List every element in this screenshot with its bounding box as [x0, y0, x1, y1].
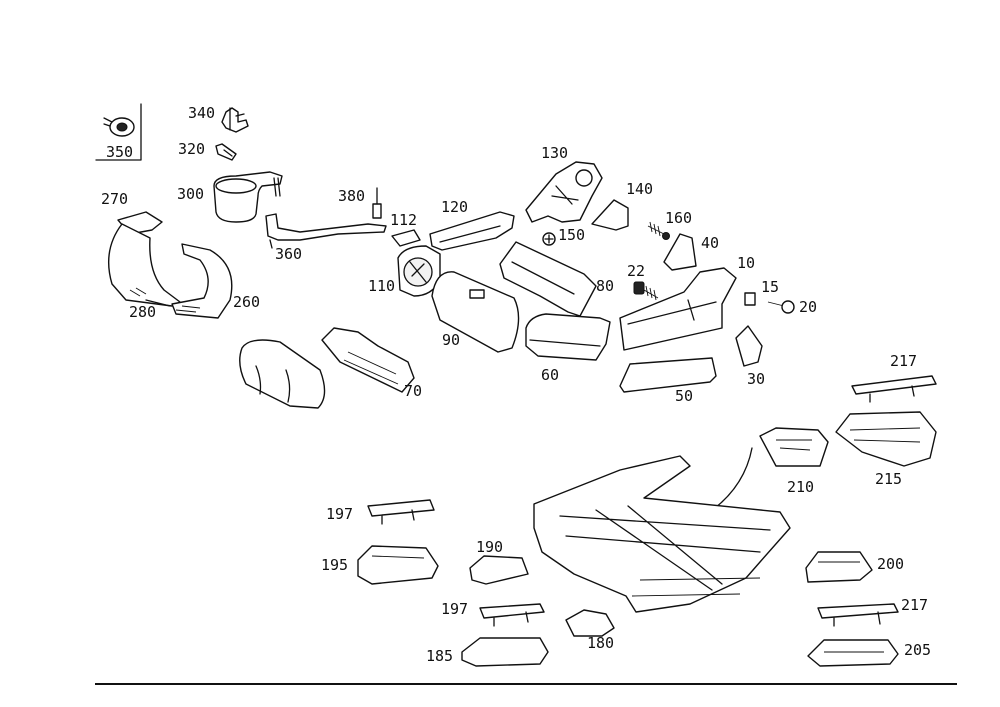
part-190-motor	[469, 555, 529, 585]
label-130: 130	[541, 144, 569, 162]
part-205-adjuster	[807, 639, 899, 667]
label-217-top: 217	[890, 352, 918, 370]
label-190: 190	[476, 538, 504, 556]
label-80: 80	[596, 277, 615, 295]
label-260: 260	[233, 293, 261, 311]
label-15: 15	[761, 278, 780, 296]
label-120: 120	[441, 198, 469, 216]
part-20-screw	[767, 300, 795, 314]
label-150: 150	[558, 226, 586, 244]
label-70: 70	[404, 382, 423, 400]
part-140-cover	[591, 199, 629, 231]
label-340: 340	[188, 104, 216, 122]
part-320-clip	[215, 143, 237, 161]
label-160: 160	[665, 209, 693, 227]
label-22: 22	[627, 262, 646, 280]
part-60-bolster	[525, 313, 611, 361]
label-110: 110	[368, 277, 396, 295]
part-217-rail-bottom	[817, 603, 899, 627]
label-205: 205	[904, 641, 932, 659]
label-210: 210	[787, 478, 815, 496]
label-195: 195	[321, 556, 349, 574]
part-380-pin	[372, 187, 382, 219]
label-380: 380	[338, 187, 366, 205]
part-22-bolt	[633, 281, 659, 301]
part-160-screw	[647, 221, 670, 240]
part-10-side-panel	[619, 267, 737, 351]
part-70-frame	[321, 327, 415, 393]
part-180-bracket	[565, 609, 615, 637]
part-210-module	[759, 427, 829, 467]
part-270-cover	[107, 211, 233, 319]
seat-frame-main	[533, 455, 791, 613]
label-180: 180	[587, 634, 615, 652]
part-350-switch	[95, 103, 142, 161]
part-150-screw	[542, 232, 556, 246]
label-140: 140	[626, 180, 654, 198]
label-200: 200	[877, 555, 905, 573]
label-350: 350	[106, 143, 134, 161]
label-217-bottom: 217	[901, 596, 929, 614]
part-50-trim	[619, 357, 717, 393]
label-300: 300	[177, 185, 205, 203]
label-197-lower: 197	[441, 600, 469, 618]
bottom-rule	[95, 683, 957, 685]
part-215-motor-unit	[835, 411, 937, 467]
label-215: 215	[875, 470, 903, 488]
label-20: 20	[799, 298, 818, 316]
label-185: 185	[426, 647, 454, 665]
part-90-pocket	[431, 271, 520, 353]
part-300-cupholder	[213, 171, 283, 223]
label-60: 60	[541, 366, 560, 384]
label-320: 320	[178, 140, 206, 158]
part-197-rail-a	[367, 499, 435, 525]
part-120-trim	[429, 211, 515, 251]
part-195-adjuster	[357, 545, 439, 585]
label-30: 30	[747, 370, 766, 388]
part-40-bracket	[663, 233, 697, 271]
label-112: 112	[390, 211, 418, 229]
part-197-rail-b	[479, 603, 545, 627]
label-90: 90	[442, 331, 461, 349]
label-10: 10	[737, 254, 756, 272]
label-270: 270	[101, 190, 129, 208]
part-130-mechanism	[525, 161, 603, 223]
part-217-rail-top	[851, 375, 937, 403]
label-280: 280	[129, 303, 157, 321]
label-197-upper: 197	[326, 505, 354, 523]
part-360-rod	[265, 213, 387, 249]
seat-cushion-roll	[239, 339, 326, 409]
label-40: 40	[701, 234, 720, 252]
part-30-cover	[735, 325, 763, 367]
part-112-cap	[391, 229, 421, 247]
part-110-housing	[397, 245, 441, 297]
part-340-bracket	[221, 107, 249, 133]
label-50: 50	[675, 387, 694, 405]
part-185-adjuster	[461, 637, 549, 667]
label-360: 360	[275, 245, 303, 263]
part-200-adjuster	[805, 551, 873, 583]
part-15-clip	[744, 292, 756, 306]
